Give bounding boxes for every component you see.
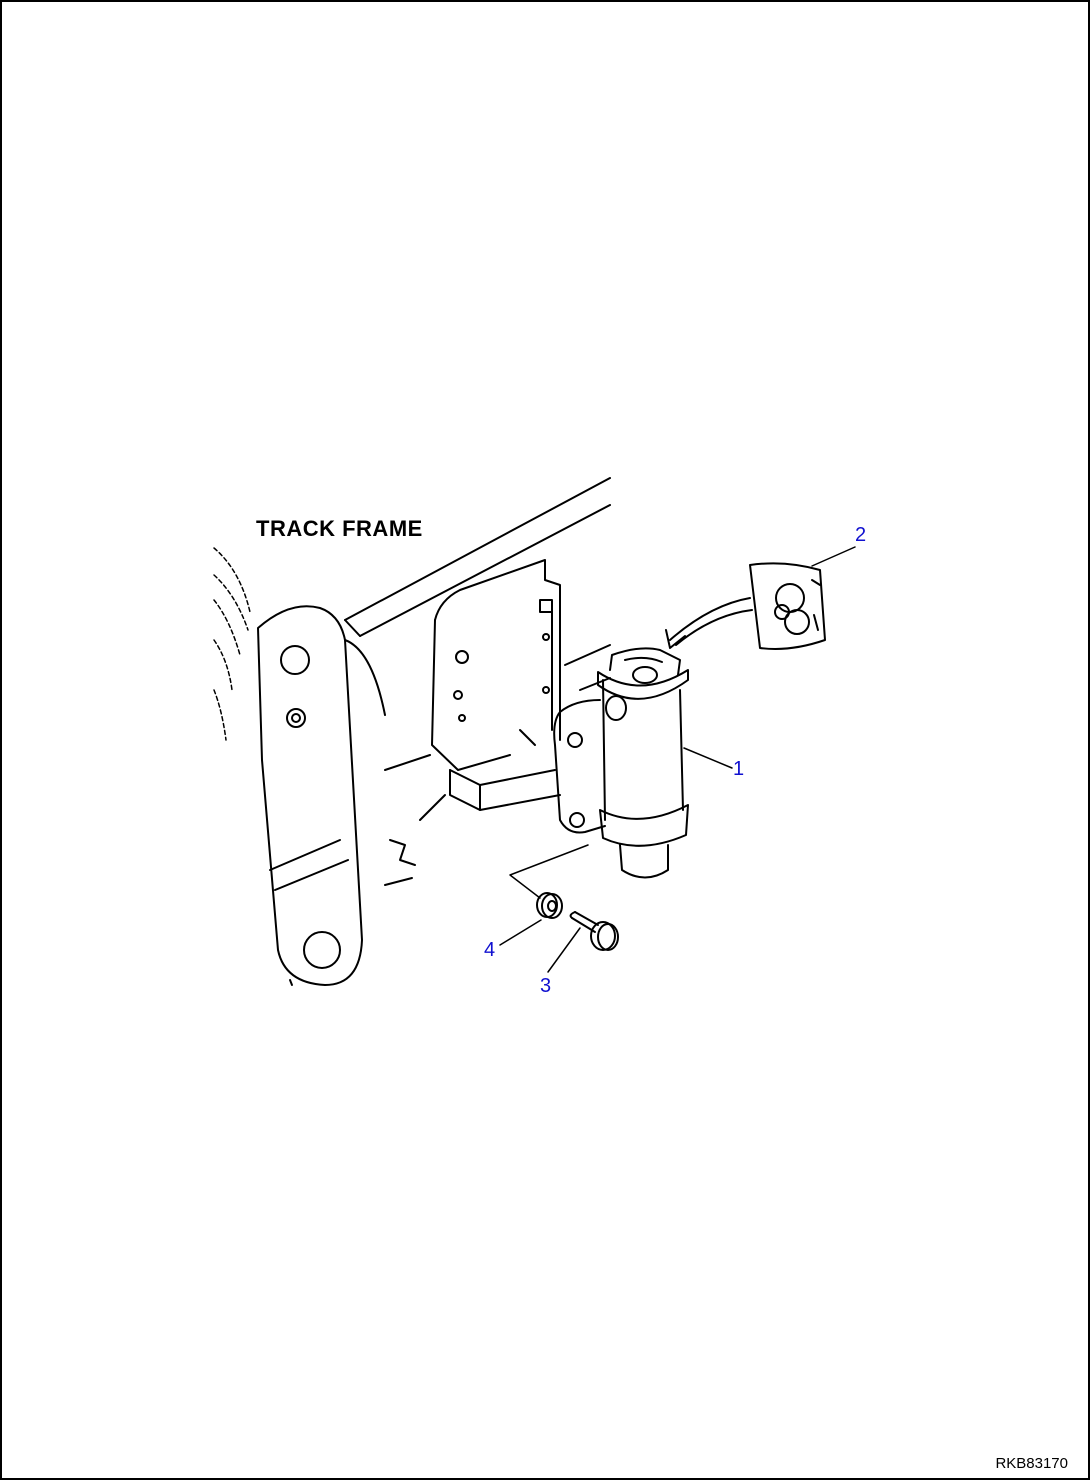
track-frame-arm bbox=[257, 605, 386, 986]
drawing-code: RKB83170 bbox=[995, 1455, 1068, 1472]
assembly-guide bbox=[509, 844, 589, 899]
accumulator bbox=[597, 647, 689, 879]
track-frame-beam bbox=[344, 477, 611, 637]
accumulator-mount-ear bbox=[553, 699, 606, 834]
callout-4: 4 bbox=[484, 939, 496, 961]
frame-lower-block bbox=[384, 729, 561, 886]
callout-1: 1 bbox=[733, 758, 745, 780]
wheel-hatch bbox=[213, 547, 251, 741]
callout-3: 3 bbox=[540, 975, 552, 997]
callout-2: 2 bbox=[855, 524, 867, 546]
diagram-title: TRACK FRAME bbox=[256, 516, 423, 541]
harness-line bbox=[665, 597, 753, 649]
mounting-bracket-plate bbox=[431, 559, 611, 771]
washer bbox=[536, 892, 563, 919]
connector bbox=[749, 562, 826, 650]
leader-lines bbox=[499, 546, 856, 973]
bolt bbox=[569, 911, 619, 951]
